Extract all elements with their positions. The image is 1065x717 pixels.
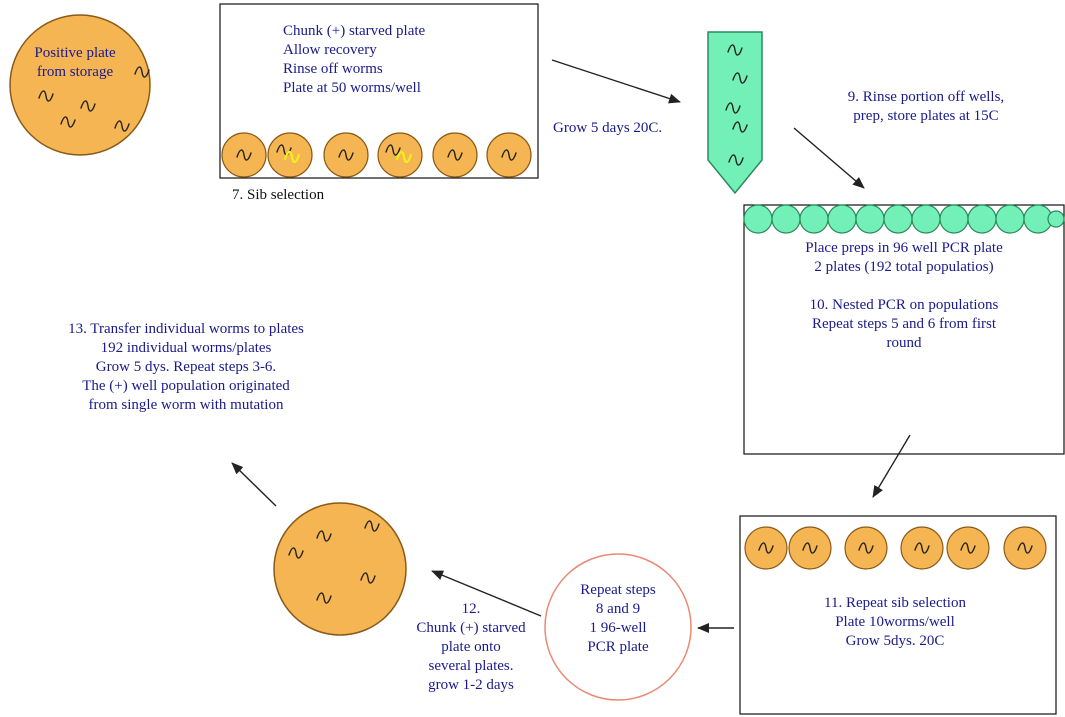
sib-box-line: Plate at 50 worms/well xyxy=(283,80,421,96)
step13-line: 192 individual worms/plates xyxy=(100,340,272,356)
grow-label: Grow 5 days 20C. xyxy=(553,120,663,136)
step9-line: 9. Rinse portion off wells, xyxy=(847,89,1005,105)
step13-line: 13. Transfer individual worms to plates xyxy=(68,321,304,337)
repeat-circle-line: 1 96-well xyxy=(589,620,647,636)
pcr-box-text: Place preps in 96 well PCR plate 2 plate… xyxy=(746,239,1062,353)
pcr-box-line: round xyxy=(886,335,922,351)
repeat-circle-line: Repeat steps xyxy=(580,582,656,598)
positive-plate-line: from storage xyxy=(36,64,114,80)
arrow-to-tube xyxy=(551,59,681,104)
step12-line: Chunk (+) starved xyxy=(416,620,526,636)
step11-text: 11. Repeat sib selection Plate 10worms/w… xyxy=(770,594,1020,651)
repeat-circle-text: Repeat steps 8 and 9 1 96-well PCR plate xyxy=(558,581,678,657)
repeat-circle xyxy=(544,553,692,701)
pcr-plate-box xyxy=(743,204,1065,455)
arrow-to-pcr xyxy=(793,127,865,189)
arrow-to-step11 xyxy=(872,434,911,498)
pcr-box-line: Repeat steps 5 and 6 from first xyxy=(811,316,997,332)
step13-line: Grow 5 dys. Repeat steps 3-6. xyxy=(95,359,277,375)
arrow-to-plate xyxy=(431,570,542,617)
well xyxy=(377,132,423,178)
sib-selection-caption: 7. Sib selection xyxy=(232,187,325,203)
large-plate xyxy=(273,502,407,636)
repeat-sib-box xyxy=(739,515,1057,715)
pcr-box-line xyxy=(746,277,1062,296)
step11-line: Grow 5dys. 20C xyxy=(845,633,945,649)
step12-line: plate onto xyxy=(441,639,501,655)
pcr-box-line: Place preps in 96 well PCR plate xyxy=(805,240,1003,256)
step12-text: 12. Chunk (+) starved plate onto several… xyxy=(396,600,546,695)
sib-box-line: Rinse off worms xyxy=(283,61,383,77)
step9-line: prep, store plates at 15C xyxy=(853,108,999,124)
step11-line: 11. Repeat sib selection xyxy=(824,595,966,611)
sib-box-line: Chunk (+) starved plate xyxy=(283,23,426,39)
arrow-to-step13 xyxy=(231,462,277,507)
step12-line: several plates. xyxy=(428,658,514,674)
repeat-circle-line: PCR plate xyxy=(587,639,649,655)
step12-line: 12. xyxy=(461,601,481,617)
pcr-box-line: 2 plates (192 total populatios) xyxy=(814,259,994,275)
sib-wells xyxy=(221,132,532,178)
sib-box-text: Chunk (+) starved plate Allow recovery R… xyxy=(283,22,425,98)
sib-selection-box xyxy=(219,3,539,179)
tube xyxy=(707,31,763,195)
positive-plate-line: Positive plate xyxy=(34,45,116,61)
step11-line: Plate 10worms/well xyxy=(835,614,955,630)
step13-line: The (+) well population originated xyxy=(82,378,290,394)
pcr-wells xyxy=(743,204,1065,234)
step13-text: 13. Transfer individual worms to plates … xyxy=(28,320,344,415)
step9-text: 9. Rinse portion off wells, prep, store … xyxy=(806,88,1046,126)
step12-line: grow 1-2 days xyxy=(428,677,514,693)
step13-line: from single worm with mutation xyxy=(88,397,284,413)
repeat-circle-line: 8 and 9 xyxy=(595,601,641,617)
pcr-box-line: 10. Nested PCR on populations xyxy=(809,297,999,313)
positive-plate-label: Positive plate from storage xyxy=(20,44,130,82)
well xyxy=(267,132,313,178)
positive-plate xyxy=(9,14,151,156)
sib-box-line: Allow recovery xyxy=(283,42,377,58)
arrows xyxy=(231,59,911,633)
